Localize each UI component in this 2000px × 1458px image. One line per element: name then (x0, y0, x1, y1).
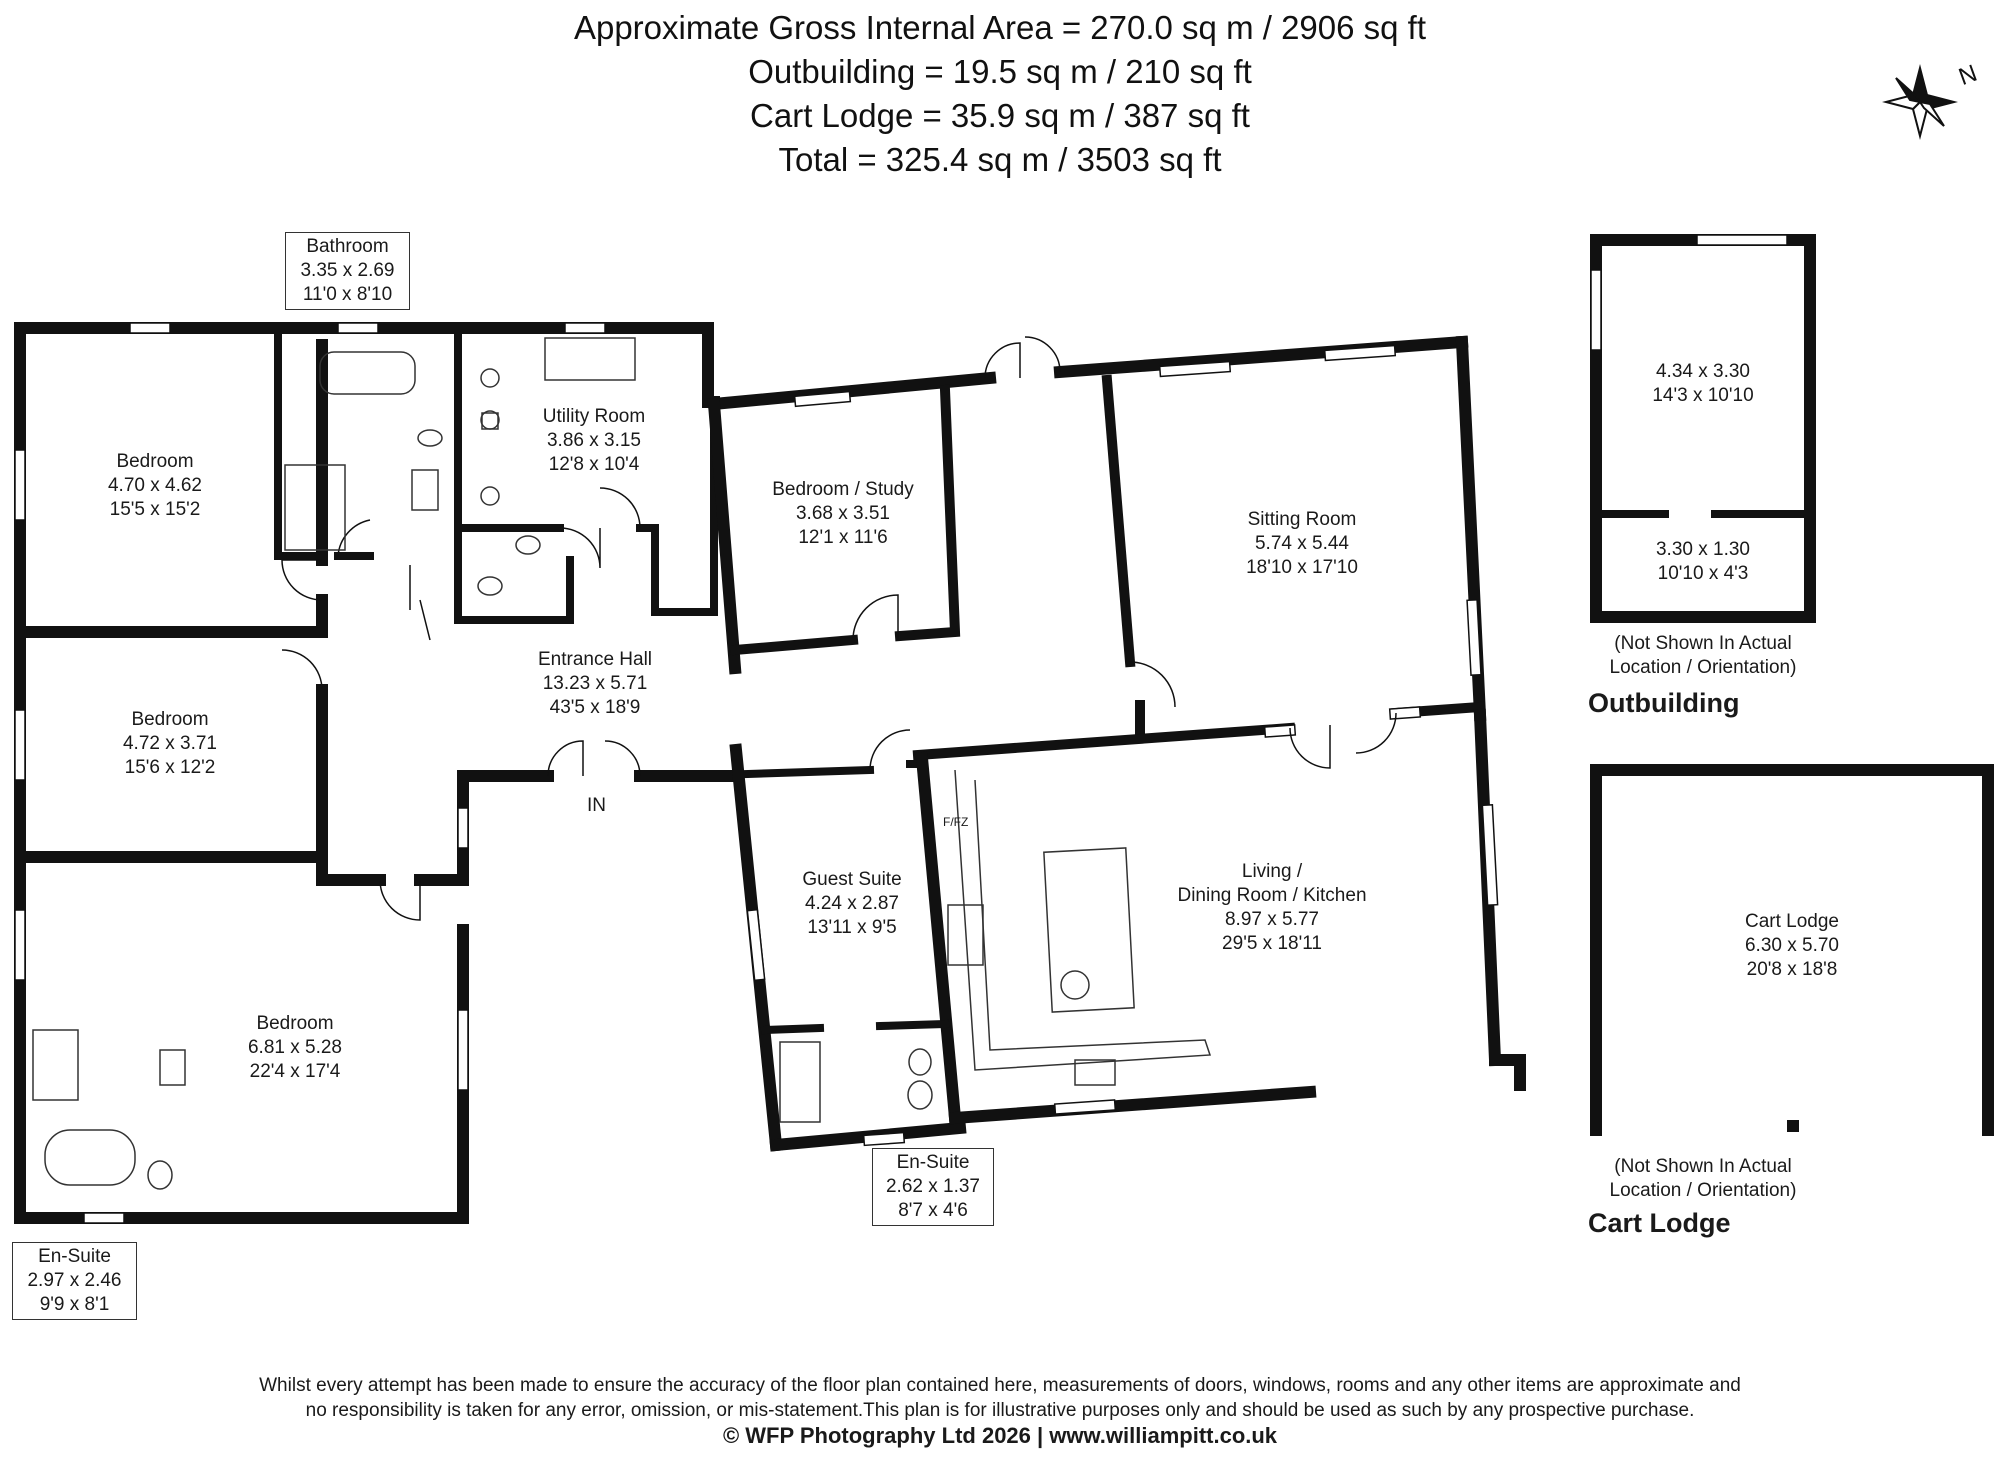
area-total: Total = 325.4 sq m / 3503 sq ft (778, 141, 1222, 178)
entrance-label: IN (587, 795, 606, 816)
disclaimer-line-2: no responsibility is taken for any error… (305, 1400, 1695, 1421)
outbuilding-windows (1590, 234, 1788, 351)
disclaimer-line-1: Whilst every attempt has been made to en… (259, 1375, 1741, 1396)
area-cart-lodge: Cart Lodge = 35.9 sq m / 387 sq ft (750, 97, 1250, 134)
cart-lodge-title: Cart Lodge (1588, 1208, 1731, 1238)
area-gross: Approximate Gross Internal Area = 270.0 … (573, 9, 1427, 46)
fixtures (32, 337, 1212, 1190)
area-outbuilding: Outbuilding = 19.5 sq m / 210 sq ft (748, 53, 1252, 90)
fridge-freezer-label: F/FZ (943, 815, 969, 829)
windows (14, 322, 1499, 1224)
copyright-line: © WFP Photography Ltd 2026 | www.william… (722, 1423, 1278, 1448)
house-walls (14, 322, 1526, 1224)
cart-lodge-pillar (1787, 1120, 1799, 1132)
door-swings (281, 336, 1397, 921)
cart-lodge-walls (1590, 764, 1994, 1136)
outbuilding-title: Outbuilding (1588, 688, 1740, 718)
